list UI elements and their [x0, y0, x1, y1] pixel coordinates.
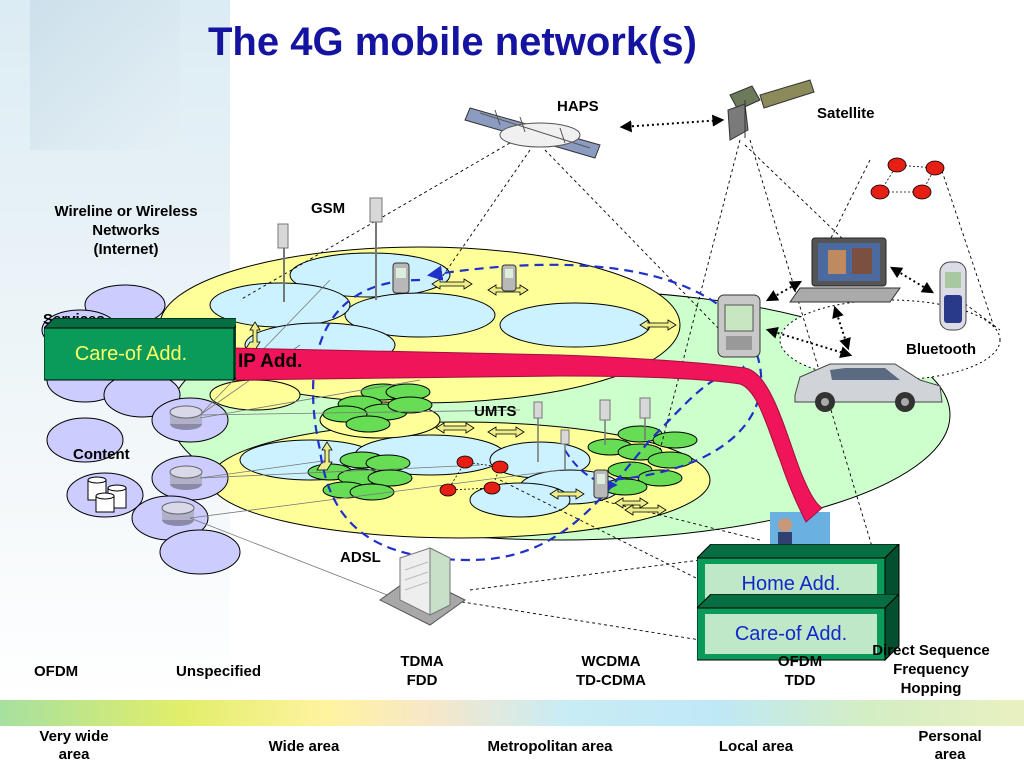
content-label: Content: [73, 446, 130, 463]
tech-ofdm-tdd-line2: TDD: [784, 672, 816, 689]
macro-cell: [499, 302, 651, 348]
tech-wcdma-line2: TD-CDMA: [576, 672, 646, 689]
laptop-car-link: [832, 305, 851, 351]
router-icon: [169, 405, 203, 430]
building-icon: [379, 547, 466, 626]
scale-personal-area: Personal area: [900, 728, 1000, 764]
tech-dsfh-line2: Frequency: [893, 661, 969, 678]
antenna-tower-icon: [369, 197, 383, 300]
ip-address-label: IP Add.: [238, 351, 303, 372]
box-frame: [44, 318, 236, 382]
wireline-label: Wireline or Wireless Networks (Internet): [28, 202, 224, 259]
car-icon: [794, 363, 943, 412]
tech-ofdm-tdd-label: OFDM TDD: [770, 652, 830, 690]
scale-very-wide-line2: area: [58, 746, 90, 763]
router-icon: [161, 501, 195, 526]
scale-very-wide-area: Very wide area: [24, 728, 124, 764]
tech-dsfh-line3: Hopping: [900, 680, 962, 697]
care-of-address-text-right: [705, 614, 877, 654]
haps-label: HAPS: [557, 98, 599, 115]
mobile-phone-icon: [392, 262, 410, 294]
tech-wcdma-line1: WCDMA: [581, 653, 641, 670]
pico-cell-cluster: [587, 425, 698, 496]
macro-cell: [289, 252, 451, 298]
bluetooth-label: Bluetooth: [906, 341, 976, 358]
tech-tdma-line2: FDD: [406, 672, 438, 689]
satellite-icon: [727, 79, 815, 141]
pico-cell-cluster: [307, 451, 413, 501]
router-icon: [169, 465, 203, 490]
scale-personal-line1: Personal: [918, 728, 982, 745]
antenna-tower-icon: [560, 429, 570, 470]
ip-address-banner: [231, 347, 823, 523]
wireline-label-line1: Wireline or Wireless: [54, 203, 198, 220]
scale-very-wide-line1: Very wide: [39, 728, 109, 745]
tech-tdma-label: TDMA FDD: [392, 652, 452, 690]
tech-dsfh-line1: Direct Sequence: [872, 642, 990, 659]
page-title: The 4G mobile network(s): [208, 20, 697, 64]
home-address-label: Home Add.: [741, 572, 841, 595]
wireline-label-line3: (Internet): [93, 241, 159, 258]
pda-icon: [717, 294, 761, 358]
tech-wcdma-label: WCDMA TD-CDMA: [563, 652, 659, 690]
antenna-tower-icon: [277, 223, 289, 302]
tech-dsfh-label: Direct Sequence Frequency Hopping: [866, 641, 996, 698]
antenna-tower-icon: [599, 397, 651, 445]
care-of-address-box-left: Care-of Add.: [44, 318, 236, 384]
cell-phone-icon: [939, 261, 967, 331]
care-of-address-text-left: Care-of Add.: [74, 342, 188, 365]
adsl-label: ADSL: [340, 549, 381, 566]
background-panel: [30, 0, 180, 150]
mobility-path: [564, 449, 618, 492]
pico-cell-cluster: [322, 383, 433, 433]
coverage-gradient-bar: [0, 700, 1024, 726]
scale-personal-line2: area: [934, 746, 966, 763]
database-icon: [87, 476, 127, 513]
tech-ofdm-label: OFDM: [34, 663, 79, 680]
laptop-icon: [789, 237, 901, 303]
tech-unspecified-label: Unspecified: [176, 663, 262, 680]
macro-cell: [209, 379, 301, 411]
antenna-tower-icon: [533, 401, 543, 462]
mobile-phone-icon: [501, 264, 517, 292]
adhoc-nodes: [439, 157, 945, 497]
pda-car-link: [765, 327, 853, 358]
haps-satellite-link: [619, 114, 725, 133]
wireline-label-line2: Networks: [92, 222, 160, 239]
tech-ofdm-tdd-line1: OFDM: [777, 653, 823, 670]
scale-local-area: Local area: [718, 738, 794, 755]
care-of-address-label-right: Care-of Add.: [734, 622, 848, 645]
satellite-label: Satellite: [817, 105, 875, 122]
scale-metropolitan-area: Metropolitan area: [487, 738, 613, 755]
tech-tdma-line1: TDMA: [400, 653, 444, 670]
laptop-pda-link: [765, 280, 803, 302]
scale-wide-area: Wide area: [268, 738, 340, 755]
haps-airship-icon: [464, 107, 601, 159]
umts-label: UMTS: [474, 403, 517, 420]
mobile-phone-icon: [593, 469, 609, 499]
care-of-address-box-right: Care-of Add.: [697, 594, 901, 662]
macro-cell: [344, 292, 496, 338]
gsm-label: GSM: [311, 200, 346, 217]
